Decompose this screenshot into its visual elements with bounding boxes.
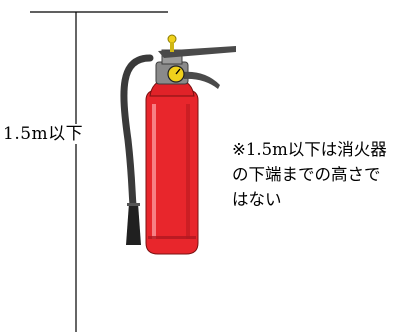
body-highlight xyxy=(152,104,156,239)
fire-extinguisher xyxy=(120,34,236,255)
extinguisher-handle xyxy=(158,46,236,58)
note-line-3: はない xyxy=(232,190,282,209)
extinguisher-nozzle xyxy=(126,203,141,245)
height-label: 1.5m以下 xyxy=(2,124,85,144)
note-text: ※1.5m以下は消火器 の下端までの高さで はない xyxy=(232,137,418,212)
note-line-2: の下端までの高さで xyxy=(232,165,381,184)
safety-pin xyxy=(167,34,177,44)
note-line-1: ※1.5m以下は消火器 xyxy=(232,140,387,159)
extinguisher-hose xyxy=(120,54,154,209)
